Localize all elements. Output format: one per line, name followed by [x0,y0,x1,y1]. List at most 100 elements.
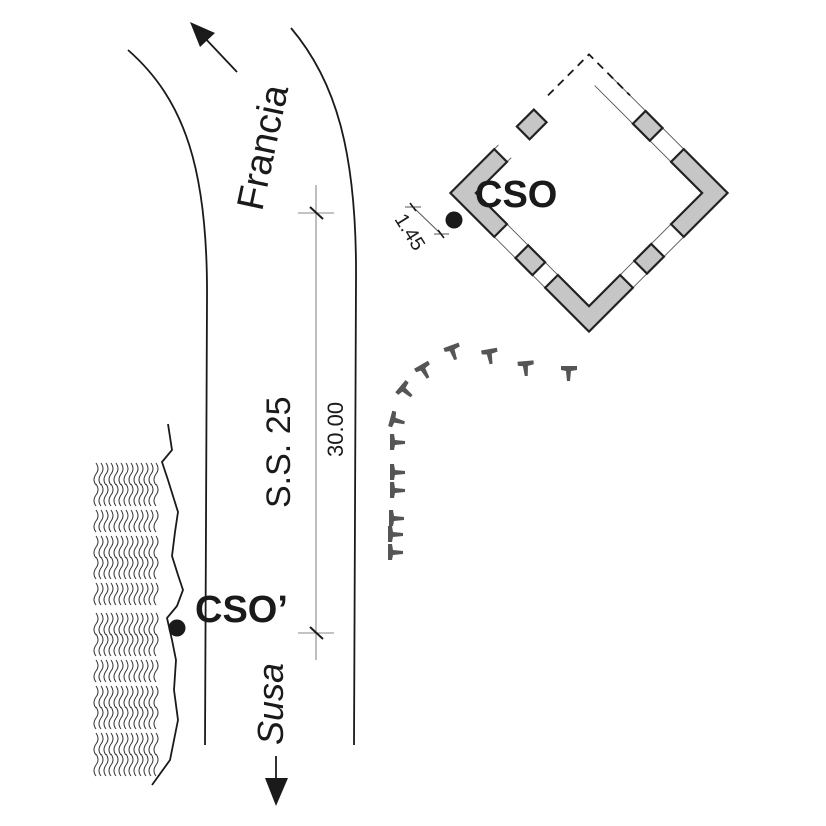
hatch-stroke [118,732,124,756]
hatch-stroke [133,659,139,683]
hatch-stroke [138,462,144,486]
hatch-stroke [148,483,154,507]
hatch-stroke [98,509,104,533]
tree-row [388,342,577,560]
cso-prime-marker[interactable] [168,619,186,637]
dimension-30-value: 30.00 [323,402,348,457]
point-cso-prime: CSO’ [168,589,288,637]
hatch-stroke [143,582,149,606]
hatch-stroke [143,556,149,580]
cso-label: CSO [475,174,557,216]
hatch-stroke [128,462,134,486]
hatch-stroke [123,556,129,580]
hatch-stroke [138,685,144,709]
hatch-stroke [118,612,124,636]
hatch-stroke [153,612,159,636]
hatch-stroke [133,732,139,756]
hatch-stroke [108,659,114,683]
hatch-stroke [93,582,99,606]
hatch-stroke [143,753,149,777]
hatch-stroke [113,556,119,580]
hatch-stroke [108,685,114,709]
hatch-stroke [123,659,129,683]
hatch-stroke [93,509,99,533]
cso-marker[interactable] [445,211,463,229]
arrow-to-francia [190,22,238,73]
hatch-stroke [153,753,159,777]
hatch-stroke [128,633,134,657]
hatch-stroke [148,582,154,606]
hatch-stroke [143,685,149,709]
hatch-stroke [148,509,154,533]
hatch-stroke [153,582,159,606]
hatch-stroke [123,535,129,559]
tree-icon [389,510,404,526]
road-ss25 [127,27,357,746]
arrow-to-susa [265,756,288,806]
hatch-stroke [143,509,149,533]
hatch-stroke [143,732,149,756]
hatch-stroke [103,612,109,636]
hatch-stroke [123,462,129,486]
hatch-stroke [123,509,129,533]
hatch-stroke [143,612,149,636]
hatch-stroke [133,556,139,580]
hatch-stroke [148,633,154,657]
hatch-stroke [148,556,154,580]
hatch-stroke [128,753,134,777]
hatch-stroke [153,483,159,507]
dimension-1-45: 1.45 [390,202,449,255]
hatch-stroke [138,732,144,756]
hatch-stroke [153,659,159,683]
hatch-stroke [143,706,149,730]
pillar-corner [669,147,730,239]
hatch-stroke [98,685,104,709]
tree-icon [390,482,405,498]
pillar [515,108,549,141]
hatch-stroke [108,732,114,756]
hatch-stroke [123,633,129,657]
hatch-stroke [93,685,99,709]
hatch-stroke [113,706,119,730]
hatch-stroke [148,753,154,777]
hatch-stroke [133,612,139,636]
hatch-stroke [118,556,124,580]
hatch-stroke [113,535,119,559]
hatch-stroke [153,509,159,533]
hatch-stroke [108,535,114,559]
hatch-stroke [98,582,104,606]
road-edge-west [127,49,208,746]
hatch-stroke [128,509,134,533]
hatch-stroke [128,535,134,559]
tree-icon [390,434,405,450]
hatch-stroke [133,483,139,507]
hatch-stroke [103,685,109,709]
hatch-stroke [153,685,159,709]
hatch-stroke [118,509,124,533]
hatch-stroke [93,462,99,486]
pillar-corner [448,147,509,239]
hatch-stroke [93,732,99,756]
pillar-corner [543,273,635,334]
hatch-stroke [123,753,129,777]
hatch-stroke [108,706,114,730]
hatch-stroke [118,706,124,730]
hatch-stroke [138,706,144,730]
building-dashed-outline [547,53,631,97]
hatch-stroke [113,462,119,486]
hatch-stroke [98,556,104,580]
hatch-stroke [103,753,109,777]
hatch-stroke [138,509,144,533]
hatch-stroke [113,483,119,507]
tree-icon [481,347,498,365]
hatch-stroke [148,462,154,486]
hatch-stroke [133,685,139,709]
tree-icon [395,380,413,398]
hatch-stroke [113,753,119,777]
hatch-stroke [103,483,109,507]
hatch-stroke [133,633,139,657]
hatch-stroke [93,706,99,730]
hatch-stroke [128,612,134,636]
hatch-stroke [143,462,149,486]
hatch-stroke [153,706,159,730]
